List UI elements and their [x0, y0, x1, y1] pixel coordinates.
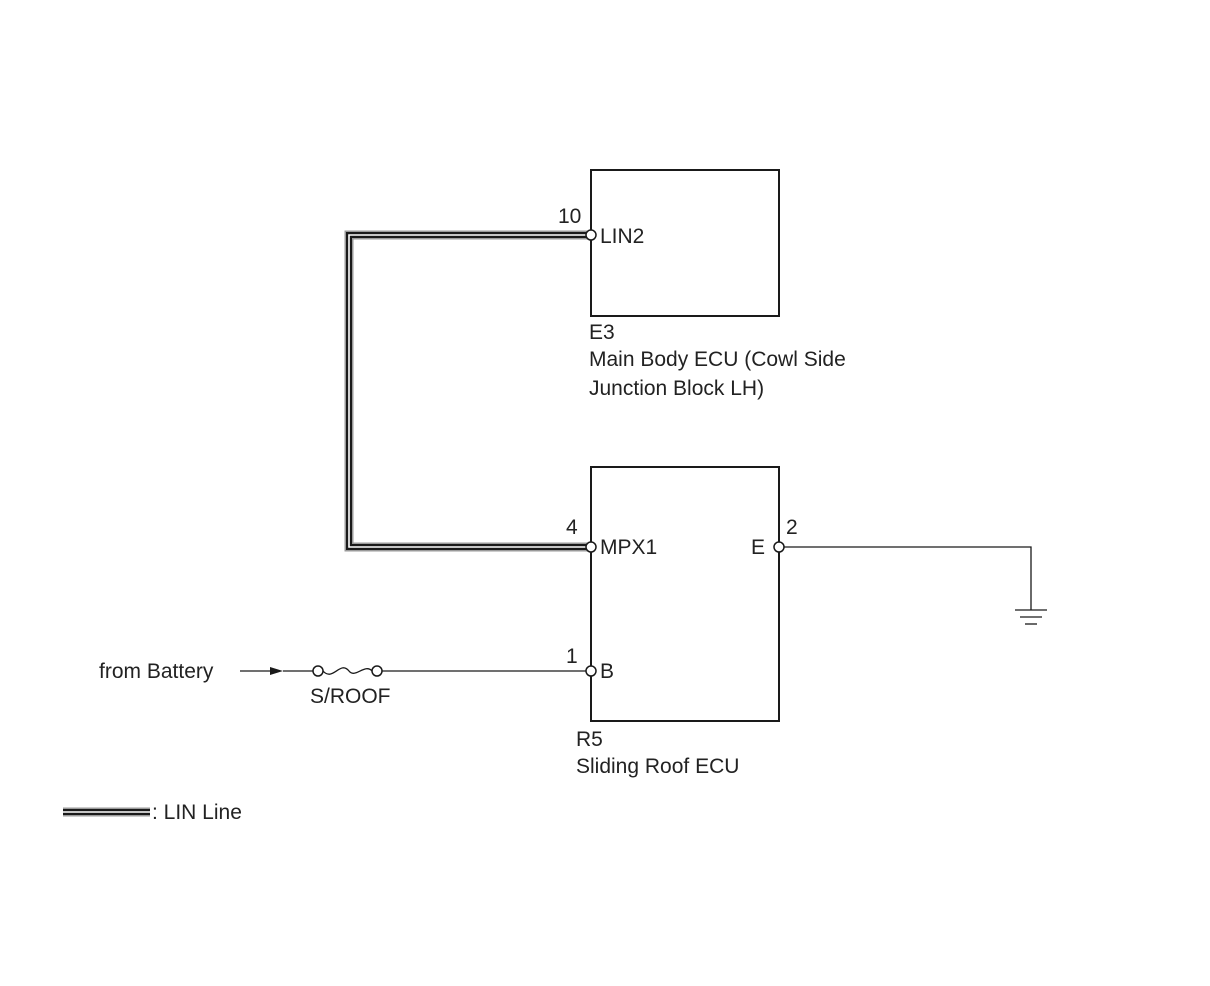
sliding-roof-ecu: 4 MPX1 2 E 1 B R5 Sliding Roof ECU	[566, 466, 798, 778]
pin-b-number: 1	[566, 645, 578, 668]
pin-mpx1-number: 4	[566, 516, 578, 539]
legend: : LIN Line	[63, 801, 242, 824]
main-body-ecu-box	[590, 169, 780, 317]
lin-line-legend-label: : LIN Line	[152, 801, 242, 824]
fuse-label: S/ROOF	[310, 685, 391, 708]
sliding-roof-ecu-code: R5	[576, 728, 603, 751]
arrow-right-icon	[240, 667, 283, 675]
pin-mpx1-terminal	[585, 541, 597, 553]
pin-e-number: 2	[786, 516, 798, 539]
pin-e-label: E	[751, 536, 765, 559]
pin-lin2-terminal	[585, 229, 597, 241]
sliding-roof-ecu-box	[590, 466, 780, 722]
main-body-ecu-name-line1: Main Body ECU (Cowl Side	[589, 348, 846, 371]
pin-mpx1-label: MPX1	[600, 536, 657, 559]
battery-circuit: from Battery S/ROOF	[99, 660, 586, 708]
main-body-ecu-code: E3	[589, 321, 615, 344]
pin-lin2-number: 10	[558, 205, 581, 228]
from-battery-label: from Battery	[99, 660, 214, 683]
ground-wire	[784, 546, 1032, 610]
fuse-icon	[312, 665, 383, 677]
ground-icon	[1015, 609, 1047, 625]
main-body-ecu-name-line2: Junction Block LH)	[589, 377, 764, 400]
pin-b-label: B	[600, 660, 614, 683]
pin-b-terminal	[585, 665, 597, 677]
main-body-ecu: 10 LIN2 E3 Main Body ECU (Cowl Side Junc…	[558, 169, 846, 400]
lin-line-bus	[344, 230, 590, 552]
pin-lin2-label: LIN2	[600, 225, 644, 248]
pin-e-terminal	[773, 541, 785, 553]
sliding-roof-ecu-name: Sliding Roof ECU	[576, 755, 739, 778]
ground-circuit	[784, 546, 1047, 625]
